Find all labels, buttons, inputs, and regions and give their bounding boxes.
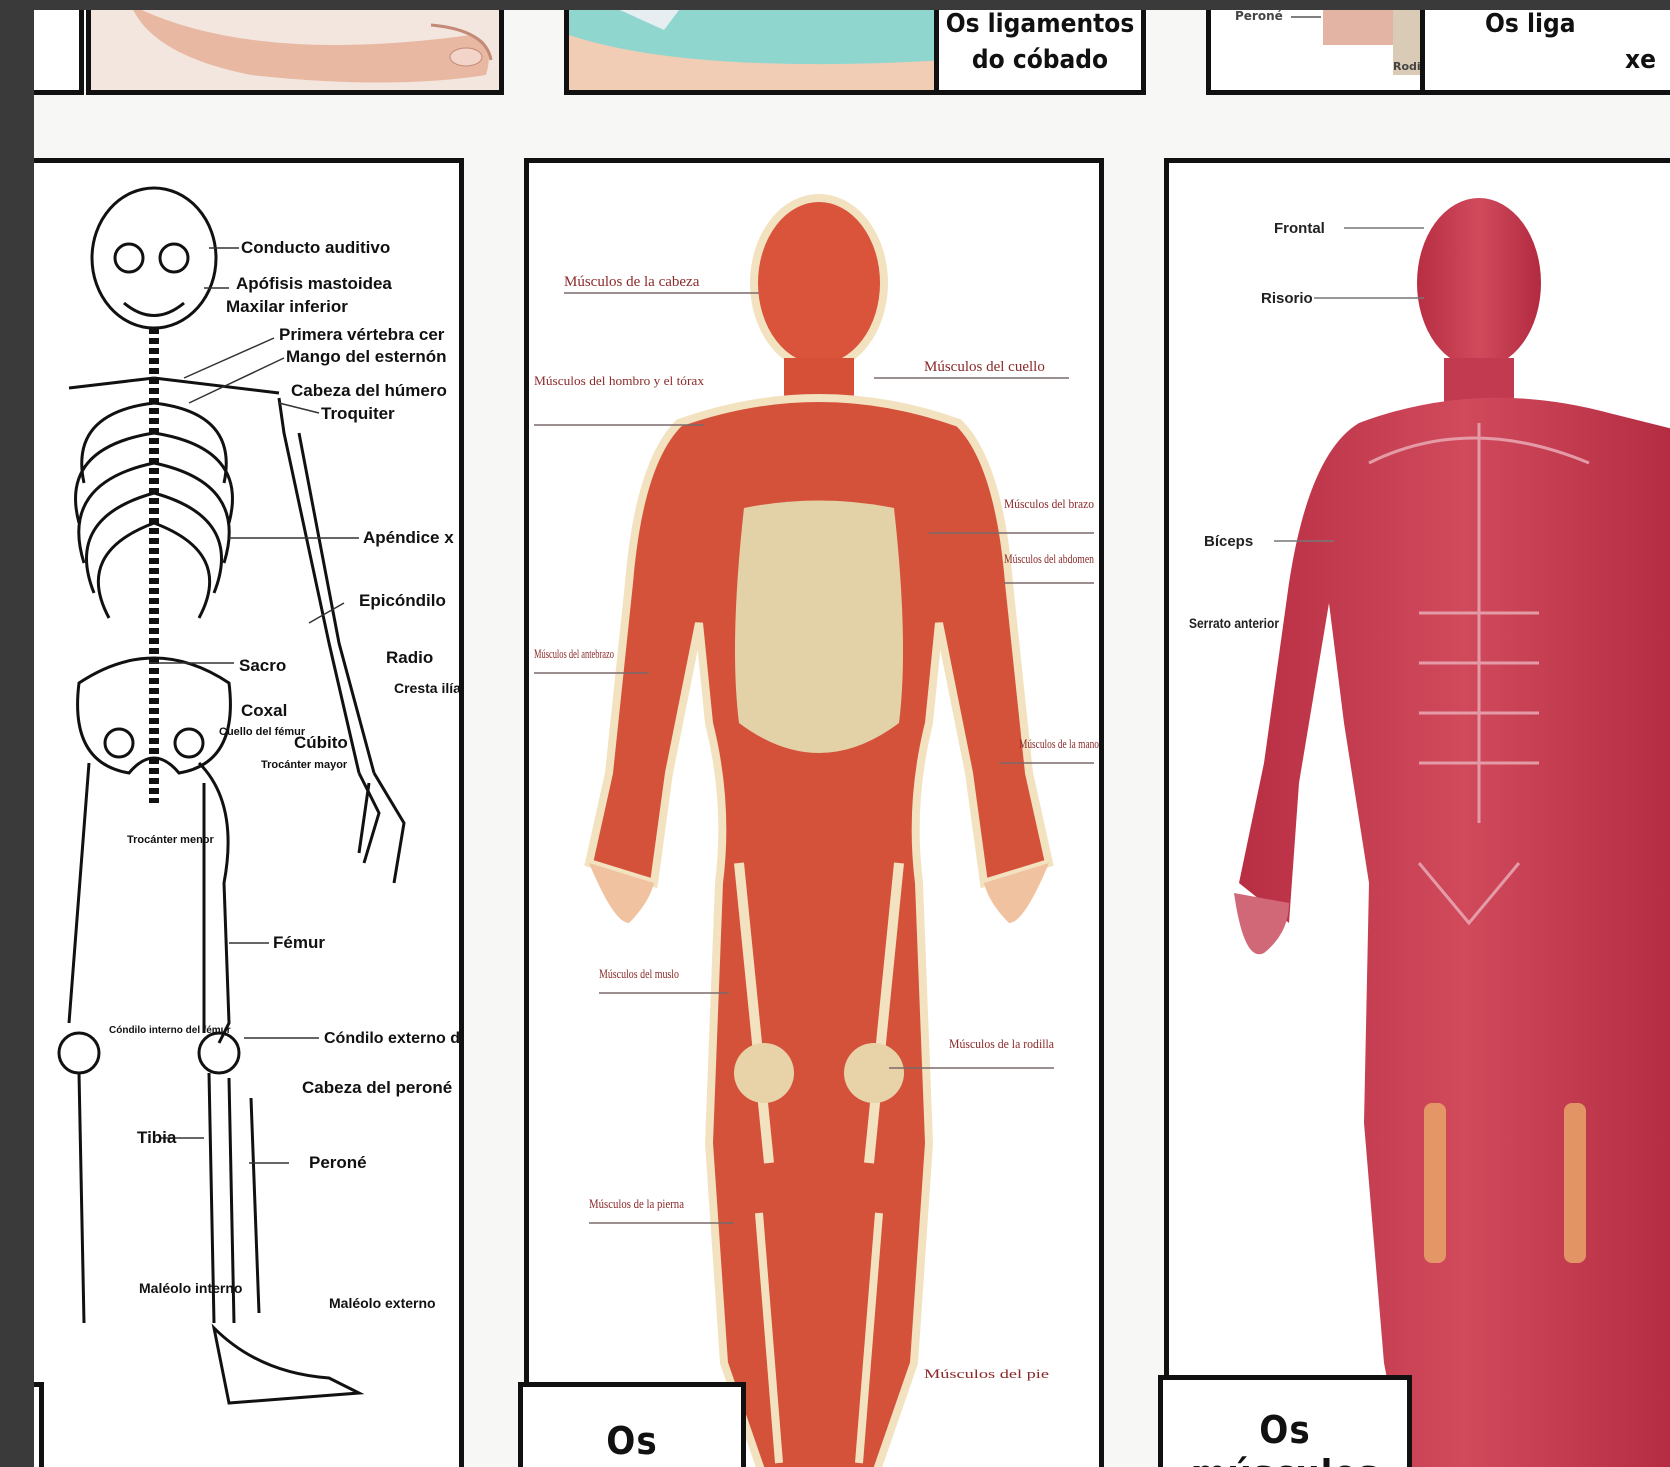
skel-label-2: Maxilar inferior [226,297,348,316]
card-skeleton: Conducto auditivo Apófisis mastoidea Max… [34,158,464,1467]
skel-label-15: Trocánter mayor [261,759,348,771]
tendon-label-5: Músculos del antebrazo [534,646,614,661]
skel-label-9: Radio [386,648,433,667]
skel-label-20: Cabeza del peroné [302,1078,452,1097]
tendon-label-1: Músculos del cuello [924,359,1045,375]
skel-label-3: Primera vértebra cer [279,325,445,344]
tendon-label-2: Músculos del hombro y el tórax [534,373,705,388]
elbow-illustration [569,10,944,95]
card-knee-image: Peroné Rodi [1206,10,1428,95]
skel-label-10: Sacro [239,656,286,675]
tendon-label-9: Músculos de la pierna [589,1196,684,1211]
skel-label-4: Mango del esternón [286,347,447,366]
skel-label-19: Cóndilo externo del fémur [324,1030,464,1047]
skel-label-6: Troquiter [321,404,395,423]
anatomy-board: Os ligamentos do cóbado Peroné Rodi Os l… [34,10,1670,1467]
knee-small-label-1: Peroné [1235,10,1283,23]
muscles-title-box: Os músculos [1158,1375,1412,1467]
muscles-illustration: Frontal Risorio Bíceps Serrato anterior [1169,163,1670,1467]
card-muscles: Frontal Risorio Bíceps Serrato anterior [1164,158,1670,1467]
knee-small-label-2: Rodi [1393,60,1421,73]
skel-label-11: Cresta ilíaca [394,680,464,696]
skel-label-5: Cabeza del húmero [291,381,447,400]
skel-label-18: Cóndilo interno del fémur [109,1025,231,1036]
tendons-illustration: Músculos de la cabeza Músculos del cuell… [529,163,1104,1467]
skel-label-13: Cuello del fémur [219,726,306,738]
skel-label-22: Peroné [309,1153,367,1172]
card-elbow-label-line1: Os ligamentos [946,10,1135,42]
muscle-label-0: Frontal [1274,220,1325,237]
card-elbow-image [564,10,944,95]
card-tendons: Músculos de la cabeza Músculos del cuell… [524,158,1104,1467]
tendons-title: Os tendóns [523,1419,741,1467]
tendon-label-7: Músculos del muslo [599,966,679,981]
tendon-label-8: Músculos de la rodilla [949,1036,1054,1051]
card-elbow-label: Os ligamentos do cóbado [934,10,1146,95]
muscle-label-1: Risorio [1261,290,1313,307]
card-elbow-label-line2: do cóbado [972,42,1108,78]
skeleton-illustration: Conducto auditivo Apófisis mastoidea Max… [34,163,464,1467]
tendon-label-10: Músculos del pie [924,1366,1049,1381]
skeleton-title-box [34,1382,44,1467]
skel-label-21: Tibia [137,1128,177,1147]
skel-label-8: Epicóndilo [359,591,446,610]
tendon-label-0: Músculos de la cabeza [564,274,700,290]
skel-label-17: Fémur [273,933,325,952]
card-foot-image [86,10,504,95]
tendons-title-box: Os tendóns [518,1382,746,1467]
skel-label-12: Coxal [241,701,287,720]
tendon-label-6: Músculos de la mano [1019,736,1099,751]
skel-label-7: Apéndice x [363,528,454,547]
skel-label-23: Maléolo interno [139,1280,242,1296]
card-knee-label-line2: xe [1625,42,1656,78]
muscles-title: Os músculos [1163,1408,1407,1467]
muscle-label-2: Bíceps [1204,533,1253,550]
tendon-label-4: Músculos del abdomen [1004,551,1094,566]
card-foot-photo [34,10,84,95]
skel-label-14: Cúbito [294,733,348,752]
skel-label-0: Conducto auditivo [241,238,390,257]
skel-label-1: Apófisis mastoidea [236,274,392,293]
skel-label-16: Trocánter menor [127,834,215,846]
card-knee-label-line1: Os liga [1485,10,1576,42]
skel-label-24: Maléolo externo [329,1295,436,1311]
tendon-label-3: Músculos del brazo [1004,496,1094,511]
muscle-label-3: Serrato anterior [1189,615,1279,631]
card-knee-label: Os liga xe [1420,10,1670,95]
foot-illustration [91,10,504,95]
